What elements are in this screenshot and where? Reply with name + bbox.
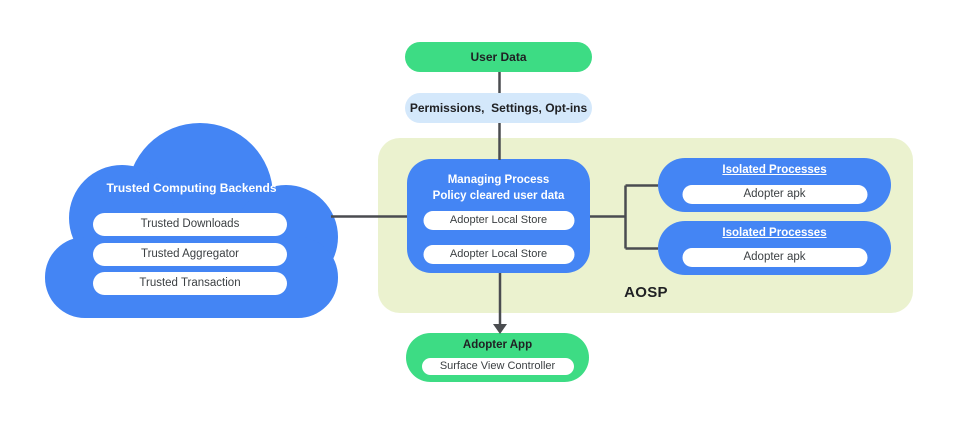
adopter-local-store-pill: Adopter Local Store xyxy=(423,211,574,230)
permissions-settings-optins-node: Permissions, Settings, Opt-ins xyxy=(405,93,592,123)
managing-process-node: Managing Process Policy cleared user dat… xyxy=(407,159,590,273)
user-data-node: User Data xyxy=(405,42,592,72)
trusted-downloads-pill: Trusted Downloads xyxy=(93,213,287,236)
isolated-processes-title: Isolated Processes xyxy=(722,164,827,176)
trusted-aggregator-pill: Trusted Aggregator xyxy=(93,243,287,266)
trusted-transaction-pill: Trusted Transaction xyxy=(93,272,287,295)
adopter-local-store-pill: Adopter Local Store xyxy=(423,245,574,264)
trusted-computing-backends-title: Trusted Computing Backends xyxy=(106,181,277,195)
managing-process-title-line2: Policy cleared user data xyxy=(432,190,565,202)
isolated-processes-title: Isolated Processes xyxy=(722,227,827,239)
surface-view-controller-pill: Surface View Controller xyxy=(421,358,574,375)
adopter-apk-pill: Adopter apk xyxy=(682,248,867,267)
adopter-apk-pill: Adopter apk xyxy=(682,185,867,204)
isolated-process-node: Isolated Processes Adopter apk xyxy=(658,158,891,212)
adopter-app-node: Adopter App Surface View Controller xyxy=(406,333,589,382)
aosp-label: AOSP xyxy=(624,284,668,301)
adopter-app-title: Adopter App xyxy=(462,339,533,351)
managing-process-title-line1: Managing Process xyxy=(447,174,550,186)
managing-process-title: Managing Process Policy cleared user dat… xyxy=(407,172,590,204)
isolated-process-node: Isolated Processes Adopter apk xyxy=(658,221,891,275)
